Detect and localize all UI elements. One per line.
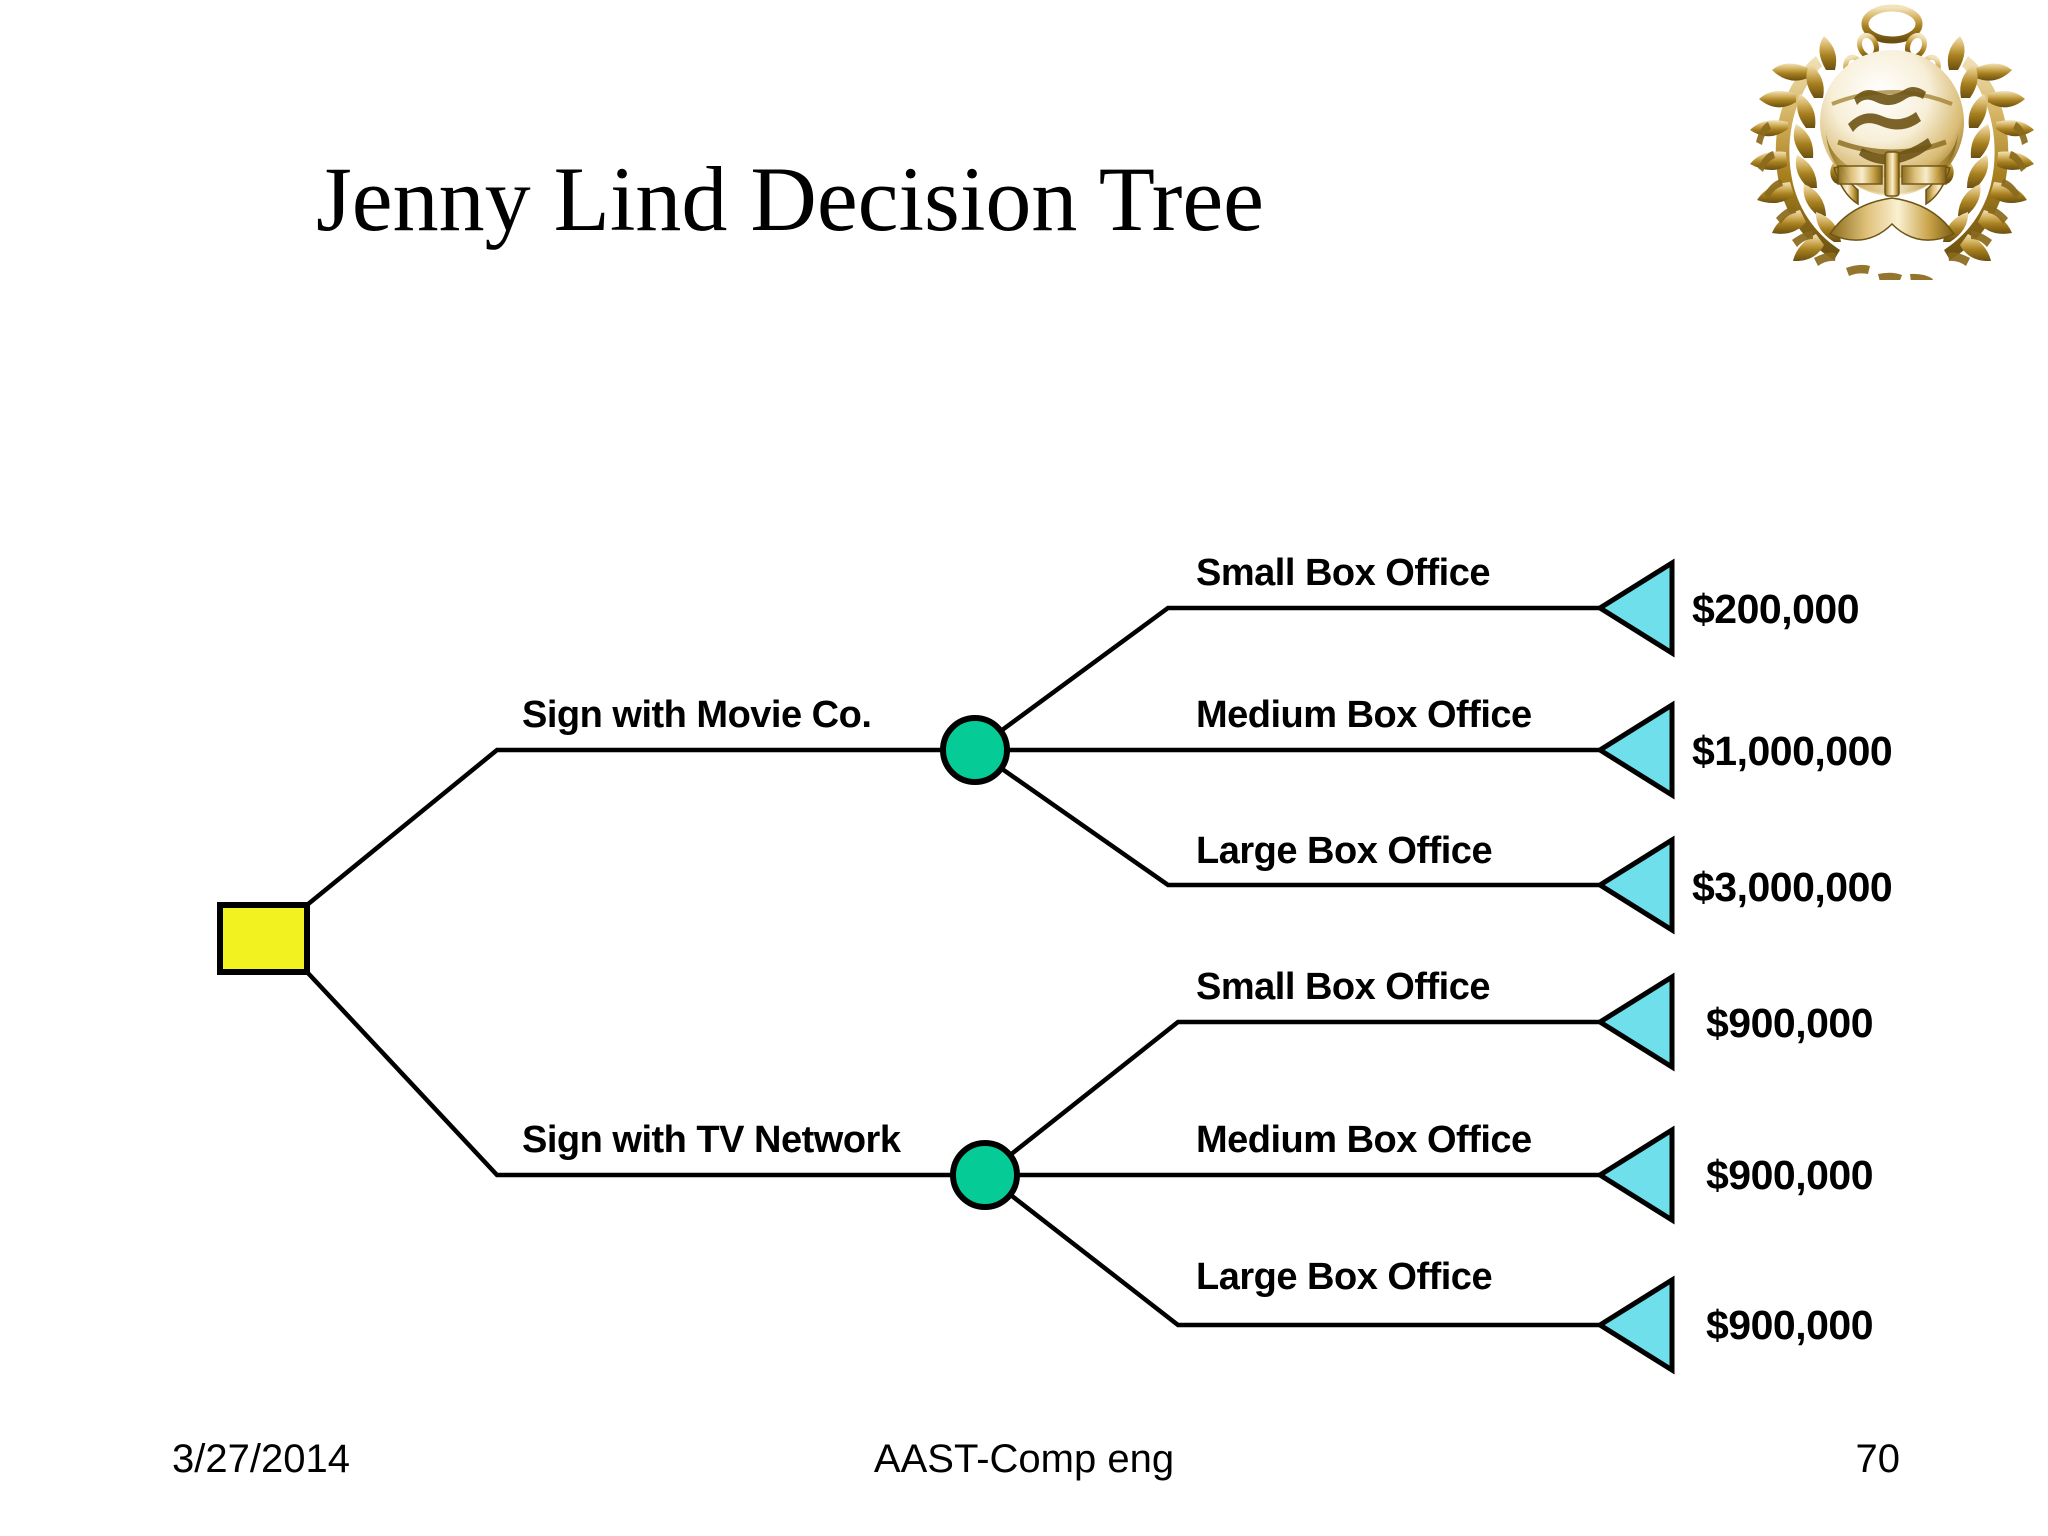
edge-label-sign-with-tv-network: Sign with TV Network [522, 1119, 901, 1161]
terminal-node-tv-medium [1595, 1125, 1675, 1225]
terminal-node-movie-small [1595, 558, 1675, 658]
edge-label-tv-large-box-office: Large Box Office [1196, 1256, 1493, 1298]
aast-university-emblem-icon [1742, 2, 2042, 286]
terminal-node-tv-large [1595, 1275, 1675, 1375]
edge-label-tv-small-box-office: Small Box Office [1196, 966, 1490, 1008]
payoff-movie-medium: $1,000,000 [1692, 728, 1893, 774]
slide-footer: 3/27/2014 AAST-Comp eng 70 [0, 1437, 2048, 1507]
edge-tv-large [981, 1171, 1603, 1328]
edge-label-sign-with-movie-co: Sign with Movie Co. [522, 694, 872, 736]
edge-root-to-movie-chance [303, 747, 978, 909]
chance-node-tv-network [950, 1140, 1020, 1210]
edge-label-movie-large-box-office: Large Box Office [1196, 830, 1493, 872]
terminal-node-movie-medium [1595, 700, 1675, 800]
terminal-node-movie-large [1595, 835, 1675, 935]
terminal-node-tv-small [1595, 972, 1675, 1072]
payoff-tv-medium: $900,000 [1706, 1152, 1874, 1198]
payoff-movie-large: $3,000,000 [1692, 864, 1893, 910]
chance-node-movie-co [940, 715, 1010, 785]
edge-label-movie-medium-box-office: Medium Box Office [1196, 694, 1532, 736]
payoff-movie-small: $200,000 [1692, 586, 1860, 632]
payoff-tv-large: $900,000 [1706, 1302, 1874, 1348]
decision-node-root [217, 902, 310, 975]
payoff-tv-small: $900,000 [1706, 1000, 1874, 1046]
page-title: Jenny Lind Decision Tree [315, 148, 1265, 250]
footer-date: 3/27/2014 [172, 1437, 350, 1481]
edge-label-tv-medium-box-office: Medium Box Office [1196, 1119, 1532, 1161]
footer-page-number: 70 [1855, 1437, 1901, 1481]
edge-label-movie-small-box-office: Small Box Office [1196, 552, 1490, 594]
footer-organization: AAST-Comp eng [873, 1437, 1175, 1481]
